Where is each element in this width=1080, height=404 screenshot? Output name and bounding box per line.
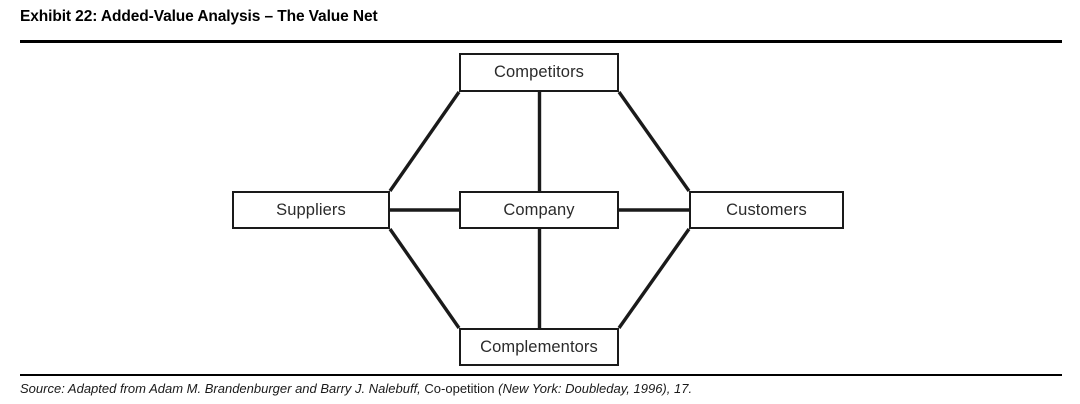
node-company-label: Company <box>503 200 575 219</box>
node-suppliers[interactable]: Suppliers <box>232 191 390 229</box>
source-caption: Source: Adapted from Adam M. Brandenburg… <box>20 381 692 396</box>
node-suppliers-label: Suppliers <box>276 200 346 219</box>
edge-competitors-customers <box>617 91 691 192</box>
page-title: Exhibit 22: Added-Value Analysis – The V… <box>20 8 378 25</box>
node-competitors-label: Competitors <box>493 63 585 82</box>
value-net-diagram: Competitors Suppliers Company Customers … <box>0 44 1080 374</box>
divider-bottom <box>20 374 1062 376</box>
edge-suppliers-complementors <box>388 228 461 329</box>
node-customers[interactable]: Customers <box>689 191 844 229</box>
node-competitors[interactable]: Competitors <box>459 53 619 92</box>
node-company[interactable]: Company <box>459 191 619 229</box>
edge-suppliers-competitors <box>388 91 461 192</box>
divider-top <box>20 40 1062 43</box>
node-complementors-label: Complementors <box>480 337 598 356</box>
source-prefix: Source: Adapted from Adam M. Brandenburg… <box>20 381 425 396</box>
node-customers-label: Customers <box>726 200 807 219</box>
source-work-title: Co-opetition <box>424 381 495 396</box>
source-suffix: (New York: Doubleday, 1996), 17. <box>494 381 693 396</box>
node-complementors[interactable]: Complementors <box>459 328 619 366</box>
edge-complementors-customers <box>617 228 691 329</box>
